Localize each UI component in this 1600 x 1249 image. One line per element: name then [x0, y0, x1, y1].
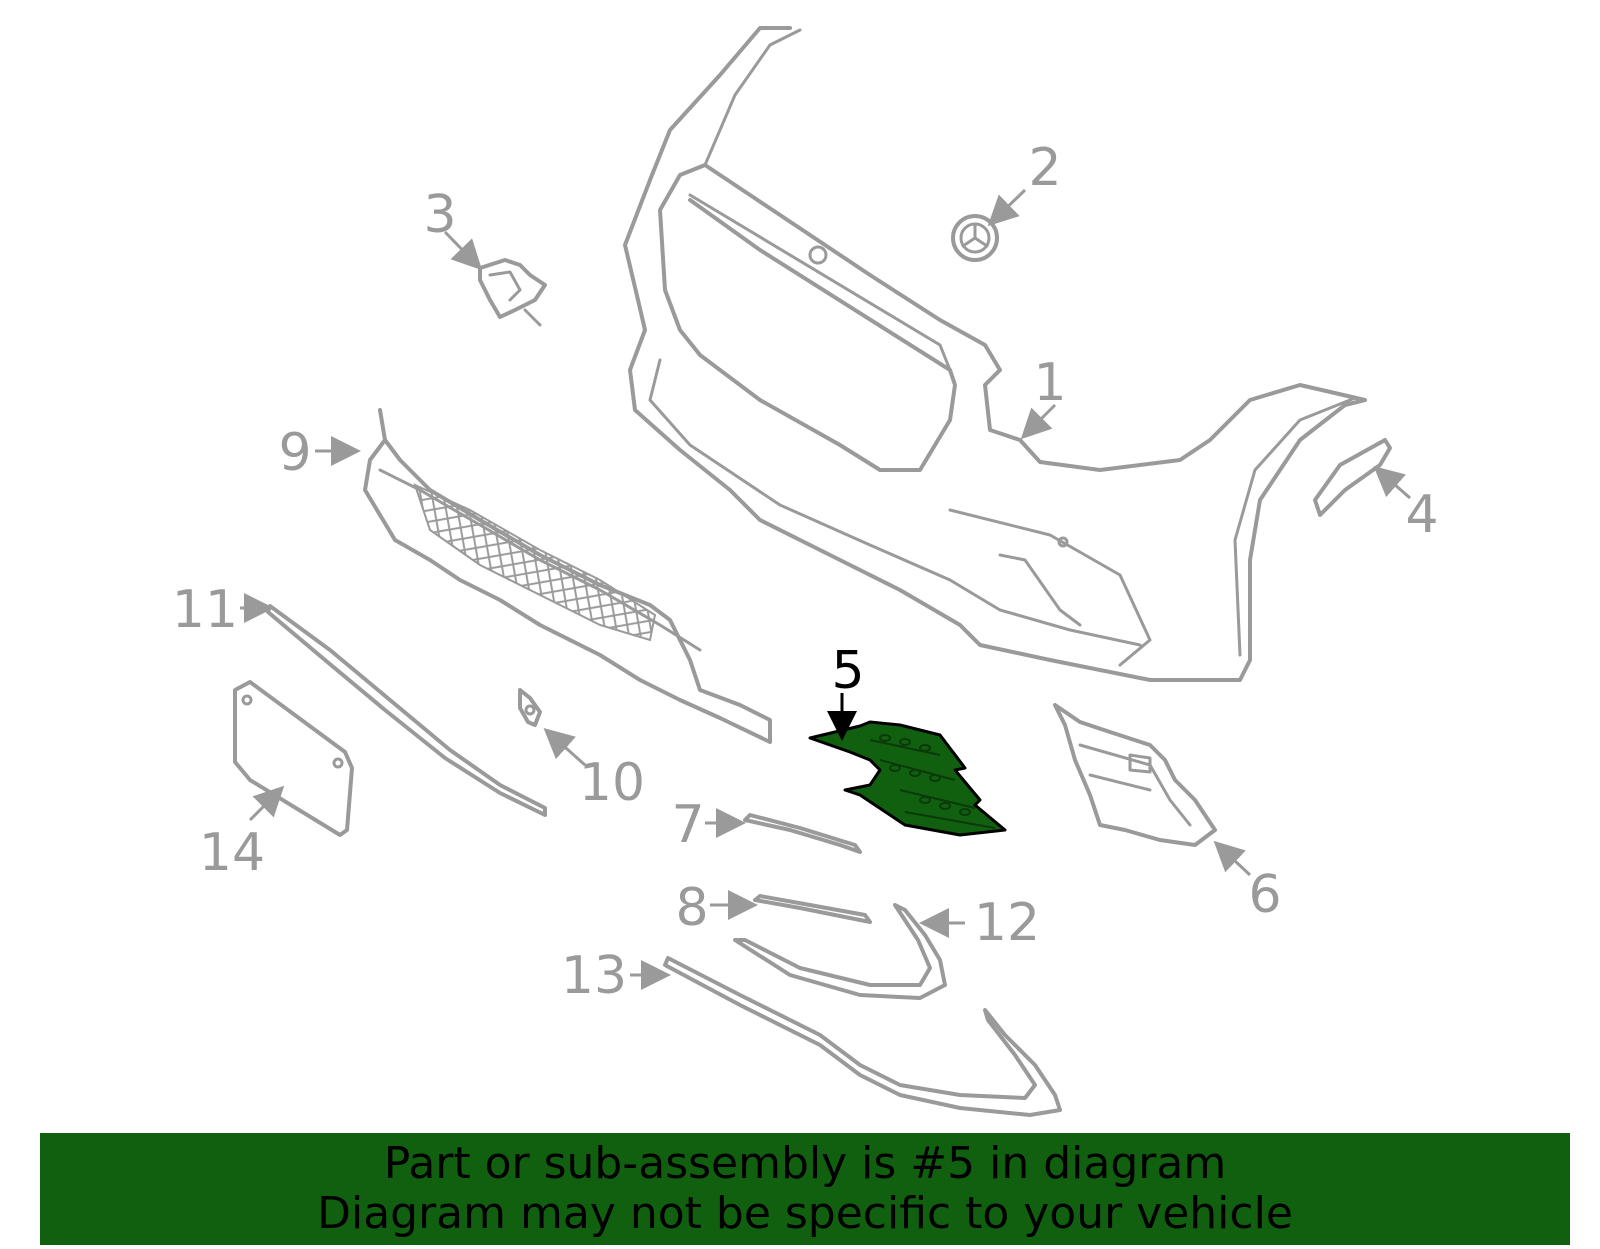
- part-4-side-trim: [1313, 438, 1392, 517]
- callout-4: 4: [1405, 485, 1438, 545]
- callout-9: 9: [278, 423, 311, 483]
- leader-lines: [240, 188, 1411, 990]
- callout-6: 6: [1248, 865, 1281, 925]
- banner-line-1: Part or sub-assembly is #5 in diagram: [383, 1138, 1227, 1189]
- part-9-lower-grille: [363, 408, 772, 744]
- part-11-trim-strip: [266, 604, 547, 817]
- callout-1: 1: [1033, 353, 1066, 413]
- callout-5: 5: [831, 641, 864, 701]
- part-14-plate-bracket: [233, 680, 354, 837]
- part-10-clip: [518, 688, 542, 727]
- part-5-grille-insert: [808, 720, 1007, 837]
- callout-11: 11: [172, 580, 238, 640]
- banner-line-2: Diagram may not be specific to your vehi…: [317, 1188, 1293, 1239]
- part-3-bracket: [478, 258, 547, 327]
- part-12-moulding: [733, 903, 947, 1000]
- callout-13: 13: [561, 946, 627, 1006]
- part-6-fog-lamp-bezel: [1053, 703, 1217, 847]
- callout-10: 10: [579, 753, 645, 813]
- part-8-trim-strip: [753, 894, 872, 924]
- callout-labels: 1 2 3 4 5 6 7 8 9 10 11 12 13 14: [172, 138, 1439, 1006]
- callout-7: 7: [671, 795, 704, 855]
- callout-12: 12: [974, 893, 1040, 953]
- part-1-bumper-cover: [623, 26, 1367, 682]
- part-7-trim-strip: [743, 813, 862, 854]
- part-13-lower-trim: [663, 956, 1062, 1117]
- callout-8: 8: [675, 878, 708, 938]
- callout-3: 3: [423, 185, 456, 245]
- part-2-emblem: [951, 214, 999, 262]
- info-banner: Part or sub-assembly is #5 in diagram Di…: [40, 1133, 1570, 1245]
- callout-2: 2: [1028, 138, 1061, 198]
- callout-14: 14: [199, 823, 265, 883]
